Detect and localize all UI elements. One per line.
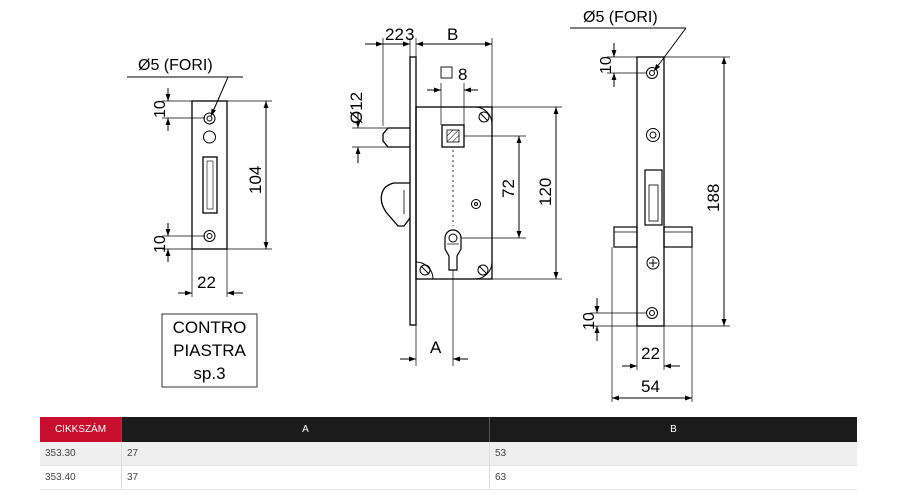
strike-plate-dim-bottom: 10 (152, 235, 169, 253)
strike-plate-top-hole (203, 112, 216, 125)
side-dim-120: 120 (536, 178, 555, 206)
cell-a: 37 (121, 465, 490, 490)
cell-code: 353.40 (40, 465, 122, 490)
header-cikkszam: CIKKSZÁM (40, 417, 122, 442)
hook-latch (380, 182, 411, 227)
lock-pin (382, 127, 410, 148)
front-body-right (663, 226, 693, 248)
lock-front-view: Ø5 (FORI) 10 188 10 22 54 (570, 9, 730, 402)
cylinder-profile (444, 229, 462, 271)
strike-plate-box-line3: sp.3 (193, 364, 225, 383)
front-hole-label: Ø5 (FORI) (583, 9, 658, 26)
cell-a: 27 (121, 442, 490, 466)
strike-plate-box-line1: CONTRO (173, 318, 247, 337)
front-dim-top: 10 (598, 56, 615, 74)
front-body-left (613, 226, 638, 248)
strike-plate-label-box (161, 313, 258, 388)
side-dim-72: 72 (499, 179, 518, 198)
side-dim-a: A (430, 338, 442, 357)
strike-plate-outline (191, 100, 228, 250)
strike-plate-bottom-hole (203, 230, 216, 242)
header-b: B (489, 417, 857, 442)
strike-plate-view: Ø5 (FORI) 10 10 104 22 CONTRO PIASTRA sp… (127, 57, 272, 388)
faceplate (409, 56, 417, 326)
strike-plate-dim-top: 10 (152, 100, 169, 118)
square-symbol (440, 66, 453, 79)
side-dim-b: B (447, 25, 458, 44)
table-header-row: CIKKSZÁM A B (40, 417, 857, 442)
strike-plate-box-line2: PIASTRA (173, 341, 246, 360)
cell-b: 53 (489, 442, 857, 466)
front-hook-slot (644, 169, 663, 226)
lock-side-view: 22 3 B 8 Ø12 72 120 A (347, 25, 562, 366)
side-dim-8: 8 (458, 65, 467, 84)
side-dim-3: 3 (405, 25, 414, 44)
front-bottom-hole (646, 307, 658, 319)
cell-b: 63 (489, 465, 857, 490)
front-dim-bottom: 10 (581, 312, 598, 330)
lock-body (415, 106, 493, 280)
strike-plate-hole-label: Ø5 (FORI) (138, 57, 213, 74)
cell-code: 353.30 (40, 442, 122, 466)
strike-plate-slot (202, 156, 218, 214)
side-dim-22: 22 (385, 25, 404, 44)
front-dim-22: 22 (641, 344, 660, 363)
header-a: A (121, 417, 490, 442)
dimensions-table: CIKKSZÁM A B 353.30 27 53 353.40 37 63 (40, 417, 857, 490)
table-row: 353.40 37 63 (40, 465, 857, 490)
strike-plate-dim-height: 104 (246, 166, 265, 194)
front-round-hole (646, 128, 660, 142)
strike-plate-round-hole (203, 130, 216, 144)
front-dim-54: 54 (641, 377, 660, 396)
front-dim-height: 188 (704, 184, 723, 212)
front-faceplate (636, 56, 665, 327)
table-row: 353.30 27 53 (40, 442, 857, 466)
side-dim-pin: Ø12 (347, 92, 366, 124)
strike-plate-dim-width: 22 (197, 273, 216, 292)
